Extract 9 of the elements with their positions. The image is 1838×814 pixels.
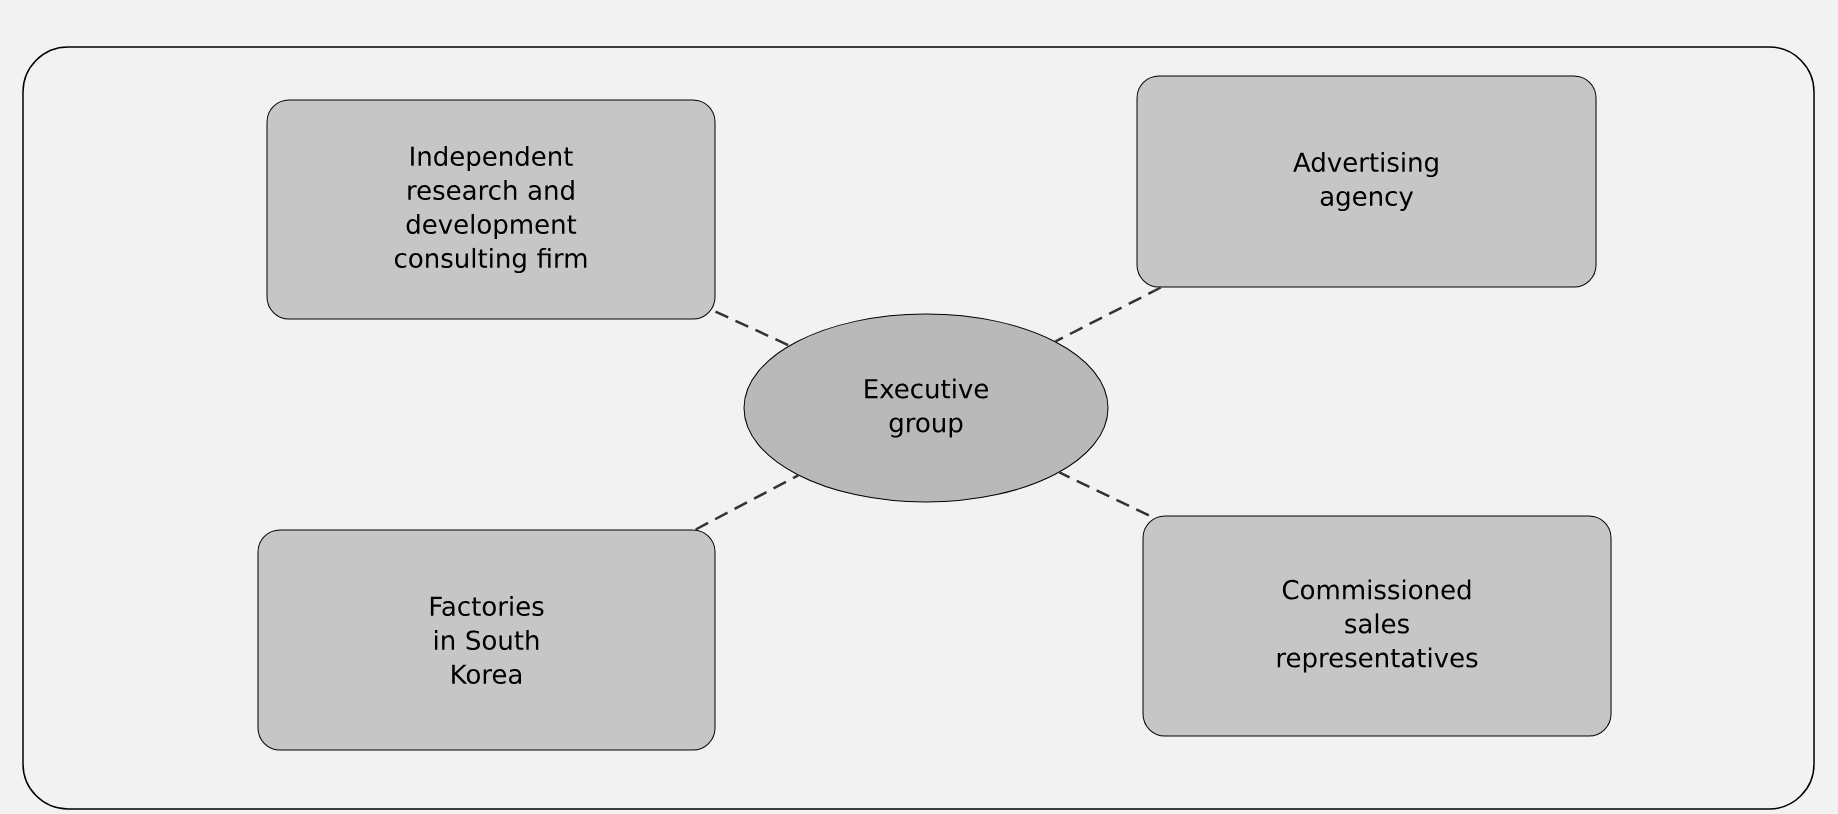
ellipse-node: Executive group <box>743 313 1109 503</box>
dashed-line <box>715 310 790 347</box>
process-box: Independent research and development consulting firm <box>266 99 716 320</box>
dashed-line <box>695 474 799 531</box>
process-box: Commissioned sales representatives <box>1142 515 1612 737</box>
dashed-line <box>1054 286 1162 343</box>
dashed-line <box>1058 471 1150 517</box>
process-box: Advertising agency <box>1136 75 1597 288</box>
process-box: Factories in South Korea <box>257 529 716 751</box>
